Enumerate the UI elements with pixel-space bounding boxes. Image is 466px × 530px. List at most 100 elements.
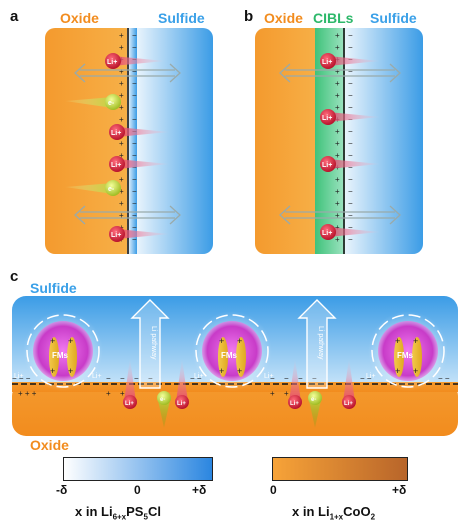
svg-text:+: + (335, 103, 340, 112)
svg-text:+: + (106, 389, 111, 398)
panel-c-label: c (10, 268, 19, 285)
svg-text:+: + (119, 199, 124, 208)
electron-c-2: e- (308, 391, 322, 428)
svg-text:+: + (335, 43, 340, 52)
li-ion-3: Li+ (109, 156, 169, 172)
svg-text:+: + (335, 199, 340, 208)
svg-text:+: + (119, 139, 124, 148)
svg-text:−: − (298, 374, 303, 383)
svg-text:−: − (348, 127, 353, 136)
svg-text:−: − (348, 31, 353, 40)
oxide-colorbar (272, 457, 408, 481)
svg-text:Li+: Li+ (125, 401, 134, 407)
svg-text:−: − (348, 235, 353, 244)
svg-text:−: − (348, 175, 353, 184)
panel-c-diagram: − − −+ + + −−−− ++ −−−− ++ − −− −− − ++ … (12, 296, 458, 436)
svg-text:Li+: Li+ (322, 230, 332, 237)
svg-text:+: + (119, 31, 124, 40)
svg-text:−: − (148, 374, 153, 383)
svg-text:+: + (270, 389, 275, 398)
svg-text:+: + (335, 79, 340, 88)
panel-a-diagram: ++++ ++++ ++++ ++++ ++ −−−− −−−− −−−− −−… (45, 28, 213, 254)
panel-b-oxide-label: Oxide (264, 10, 303, 26)
svg-text:+: + (119, 103, 124, 112)
electron-c-1: e- (157, 391, 171, 428)
svg-text:e-: e- (160, 397, 165, 403)
svg-text:−: − (348, 43, 353, 52)
panel-a-label: a (10, 8, 19, 25)
oxide-tick-max: +δ (392, 483, 407, 497)
panel-a-sulfide-label: Sulfide (158, 10, 205, 26)
svg-text:−: − (132, 151, 137, 160)
panel-b-sulfide-label: Sulfide (370, 10, 417, 26)
svg-text:− −: − − (360, 374, 372, 383)
svg-text:+: + (119, 187, 124, 196)
svg-text:− −: − − (438, 374, 450, 383)
svg-text:−: − (134, 374, 139, 383)
li-ion-c-2: Li+ (175, 358, 189, 409)
svg-text:Li+: Li+ (111, 162, 121, 169)
panel-b-cibl-label: CIBLs (313, 10, 354, 26)
panel-c-oxide-label: Oxide (30, 437, 69, 453)
li-ion-1: Li+ (320, 53, 380, 69)
svg-text:−: − (132, 163, 137, 172)
svg-text:−: − (270, 374, 275, 383)
electron-1: e- (65, 94, 121, 110)
li-label-2: Li+ (194, 373, 204, 380)
panel-b-diagram: ++++ ++++ ++++ ++++ ++ −−−− −−−− −−−− −−… (255, 28, 423, 254)
svg-text:−: − (348, 103, 353, 112)
svg-text:Li+: Li+ (344, 401, 353, 407)
svg-text:Li+: Li+ (177, 401, 186, 407)
svg-text:+: + (68, 336, 73, 346)
svg-text:Li pathway: Li pathway (150, 326, 157, 360)
fms-particle-2: ++ ++ FMs (192, 311, 272, 391)
svg-text:+: + (413, 336, 418, 346)
svg-text:−: − (106, 374, 111, 383)
sulfide-tick-mid: 0 (134, 483, 141, 497)
sulfide-colorbar (63, 457, 213, 481)
svg-text:Li+: Li+ (322, 162, 332, 169)
svg-text:FMs: FMs (221, 351, 238, 360)
svg-text:+: + (68, 366, 73, 376)
li-label-1: Li+ (92, 373, 102, 380)
li-ion-3: Li+ (320, 156, 380, 172)
double-arrow-top (74, 63, 181, 83)
svg-text:−: − (132, 79, 137, 88)
svg-text:+: + (50, 336, 55, 346)
svg-text:+: + (50, 366, 55, 376)
svg-text:+: + (119, 151, 124, 160)
svg-text:+: + (335, 151, 340, 160)
oxide-tick-min: 0 (270, 483, 277, 497)
li-ion-4: Li+ (320, 224, 380, 240)
svg-text:+: + (335, 127, 340, 136)
svg-text:Li+: Li+ (111, 232, 121, 239)
fms-particle-1: ++ ++ FMs (23, 311, 103, 391)
svg-text:+: + (119, 91, 124, 100)
interface-charges: − − −+ + + −−−− ++ −−−− ++ − −− −− − (12, 374, 450, 398)
double-arrow-top (279, 63, 401, 83)
svg-text:+ + +: + + + (18, 389, 37, 398)
svg-text:+: + (335, 31, 340, 40)
li-ion-1: Li+ (105, 53, 165, 69)
svg-text:−: − (132, 187, 137, 196)
svg-text:−: − (132, 67, 137, 76)
svg-text:−: − (120, 374, 125, 383)
svg-text:−: − (284, 374, 289, 383)
svg-text:−: − (348, 151, 353, 160)
svg-text:−: − (132, 223, 137, 232)
svg-text:+: + (335, 223, 340, 232)
svg-text:+: + (335, 235, 340, 244)
svg-text:−: − (348, 79, 353, 88)
svg-text:+: + (119, 115, 124, 124)
li-ion-2: Li+ (320, 109, 380, 125)
svg-text:+: + (120, 389, 125, 398)
svg-text:+: + (335, 211, 340, 220)
svg-text:−: − (132, 31, 137, 40)
svg-text:+: + (119, 175, 124, 184)
oxide-region (255, 28, 325, 254)
svg-text:−: − (132, 91, 137, 100)
svg-text:−: − (312, 374, 317, 383)
svg-text:− − −: − − − (12, 374, 31, 383)
svg-text:+: + (119, 43, 124, 52)
panel-a-oxide-label: Oxide (60, 10, 99, 26)
